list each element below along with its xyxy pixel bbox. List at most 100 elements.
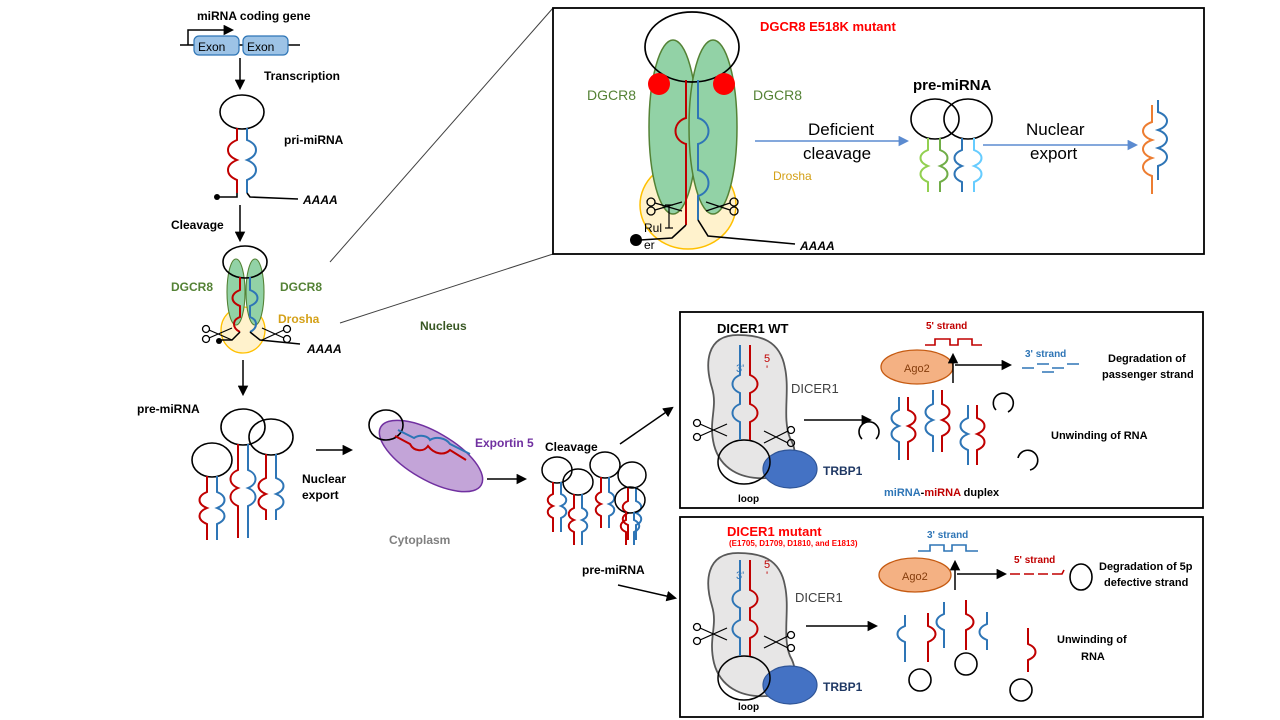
nuclear-export-label-2: export — [302, 488, 339, 502]
unwinding-label-mutant-1: Unwinding of — [1057, 634, 1127, 646]
ruler-label-2: er — [644, 238, 655, 252]
cytoplasmic-pre-mirna-cluster — [541, 451, 647, 545]
wt-tick-mark: ' — [766, 364, 768, 376]
exon-2 — [242, 35, 289, 56]
unwinding-label-wt: Unwinding of RNA — [1051, 430, 1148, 442]
three-strand-label-mutant: 3' strand — [927, 530, 968, 541]
exportin5-complex — [368, 409, 484, 493]
cleavage-label-2: Cleavage — [545, 440, 598, 454]
nuclear-export-label-1: Nuclear — [302, 472, 346, 486]
exportin5-label: Exportin 5 — [475, 436, 534, 450]
pre-mirna-label-bottom: pre-miRNA — [582, 563, 645, 577]
pre-mirna-hairpins — [191, 408, 294, 540]
cytoplasm-label: Cytoplasm — [389, 533, 450, 547]
microprocessor-complex-small — [201, 245, 301, 354]
pre-mirna-label-left: pre-miRNA — [137, 402, 200, 416]
mirna-coding-gene: Exon Exon — [180, 24, 300, 56]
loop-fragment — [1017, 449, 1039, 471]
loop-fragment — [992, 392, 1015, 413]
dgcr8-large-right — [688, 39, 738, 215]
exon-1-label: Exon — [198, 40, 225, 54]
unwinding-label-mutant-2: RNA — [1081, 651, 1105, 663]
dicer1-mutant-subtitle: (E1705, D1709, D1810, and E1813) — [729, 539, 858, 548]
scissors-icon — [705, 197, 739, 216]
coding-gene-label: miRNA coding gene — [197, 9, 311, 23]
duplex-mirna-2: miRNA — [924, 487, 961, 499]
pri-mirna-label: pri-miRNA — [284, 133, 344, 147]
exported-mirna — [1142, 100, 1168, 194]
five-strand-label-mutant: 5' strand — [1014, 555, 1055, 566]
e518k-mutation-left — [648, 73, 670, 95]
zoom-line-bottom — [339, 253, 554, 324]
zoom-line-top — [329, 7, 554, 263]
scissors-icon — [646, 197, 683, 216]
to-mutant-arrow — [617, 584, 678, 602]
scissors-icon — [201, 324, 233, 344]
five-prime-strand-wt — [925, 338, 982, 346]
three-prime-strand-fragments — [1022, 363, 1079, 373]
scissors-icon — [692, 622, 728, 646]
five-prime-strand-mutant — [1010, 569, 1065, 575]
deficient-cleavage-label-1: Deficient — [808, 120, 874, 139]
pri-mirna-hairpin — [214, 94, 299, 200]
loop-label-wt: loop — [738, 494, 759, 505]
trbp1-label-mutant: TRBP1 — [823, 680, 863, 694]
exon-1 — [193, 35, 240, 56]
mirna-duplex — [924, 390, 951, 452]
cleavage-label-1: Cleavage — [171, 218, 224, 232]
transcription-label: Transcription — [264, 69, 340, 83]
degradation-label-mutant-1: Degradation of 5p — [1099, 561, 1193, 573]
mirna-duplex — [890, 397, 917, 460]
nucleus-label: Nucleus — [420, 319, 467, 333]
to-wt-arrow — [619, 406, 674, 445]
dicer1-mutant-panel — [679, 516, 1204, 718]
zoom-pre-mirna-label: pre-miRNA — [913, 77, 992, 94]
three-strand-label-wt: 3' strand — [1025, 349, 1066, 360]
dgcr8-mutant-title: DGCR8 E518K mutant — [760, 19, 896, 34]
mut-three-prime-mark: 3' — [736, 570, 744, 582]
wt-three-prime-mark: 3' — [736, 363, 744, 375]
exon-2-label: Exon — [247, 40, 274, 54]
scissors-icon — [261, 324, 292, 344]
ago2-mutant — [878, 557, 952, 593]
zoom-dgcr8-left-label: DGCR8 — [587, 87, 636, 103]
duplex-dash: - — [921, 487, 925, 499]
mut-five-prime-mark: 5 — [764, 559, 770, 571]
five-strand-label-wt: 5' strand — [926, 321, 967, 332]
three-prime-strand-mutant — [918, 544, 978, 552]
scissors-icon — [763, 425, 796, 448]
dicer1-wt-panel — [679, 311, 1204, 509]
degradation-label-mutant-2: defective strand — [1104, 577, 1188, 589]
loop-label-mutant: loop — [738, 702, 759, 713]
duplex-label: miRNA-miRNA duplex — [884, 487, 1000, 499]
drosha-label-small: Drosha — [278, 312, 320, 326]
ago2-label-mutant: Ago2 — [902, 571, 928, 583]
ruler-label-1: Rul — [644, 221, 662, 235]
dicer1-wt-title: DICER1 WT — [717, 321, 789, 336]
loop-fragment — [858, 421, 880, 440]
mut-tick-mark: ' — [766, 570, 768, 582]
dgcr8-label-left: DGCR8 — [171, 280, 213, 294]
trbp1-protein-wt — [762, 449, 818, 489]
dicer1-label-wt: DICER1 — [791, 381, 839, 396]
degradation-label-wt-2: passenger strand — [1102, 369, 1194, 381]
zoom-dgcr8-right-label: DGCR8 — [753, 87, 802, 103]
polya-tail-2: AAAA — [306, 342, 342, 356]
polya-tail-1: AAAA — [302, 193, 338, 207]
zoom-export-label-2: export — [1030, 144, 1078, 163]
dicer1-mutant-title: DICER1 mutant — [727, 524, 822, 539]
dgcr8-mutant-panel — [552, 7, 1205, 255]
deficient-cleavage-label-2: cleavage — [803, 144, 871, 163]
trbp1-protein-mutant — [762, 665, 818, 705]
trbp1-label-wt: TRBP1 — [823, 464, 863, 478]
mirna-duplex — [959, 405, 986, 465]
zoom-drosha-label: Drosha — [773, 169, 812, 183]
zoom-export-label-1: Nuclear — [1026, 120, 1085, 139]
duplex-mirna-1: miRNA — [884, 487, 921, 499]
zoom-pre-mirna — [910, 98, 993, 192]
e518k-mutation-right — [713, 73, 735, 95]
zoom-polya-tail: AAAA — [799, 239, 835, 253]
exportin5-protein — [378, 419, 484, 493]
dgcr8-label-right: DGCR8 — [280, 280, 322, 294]
